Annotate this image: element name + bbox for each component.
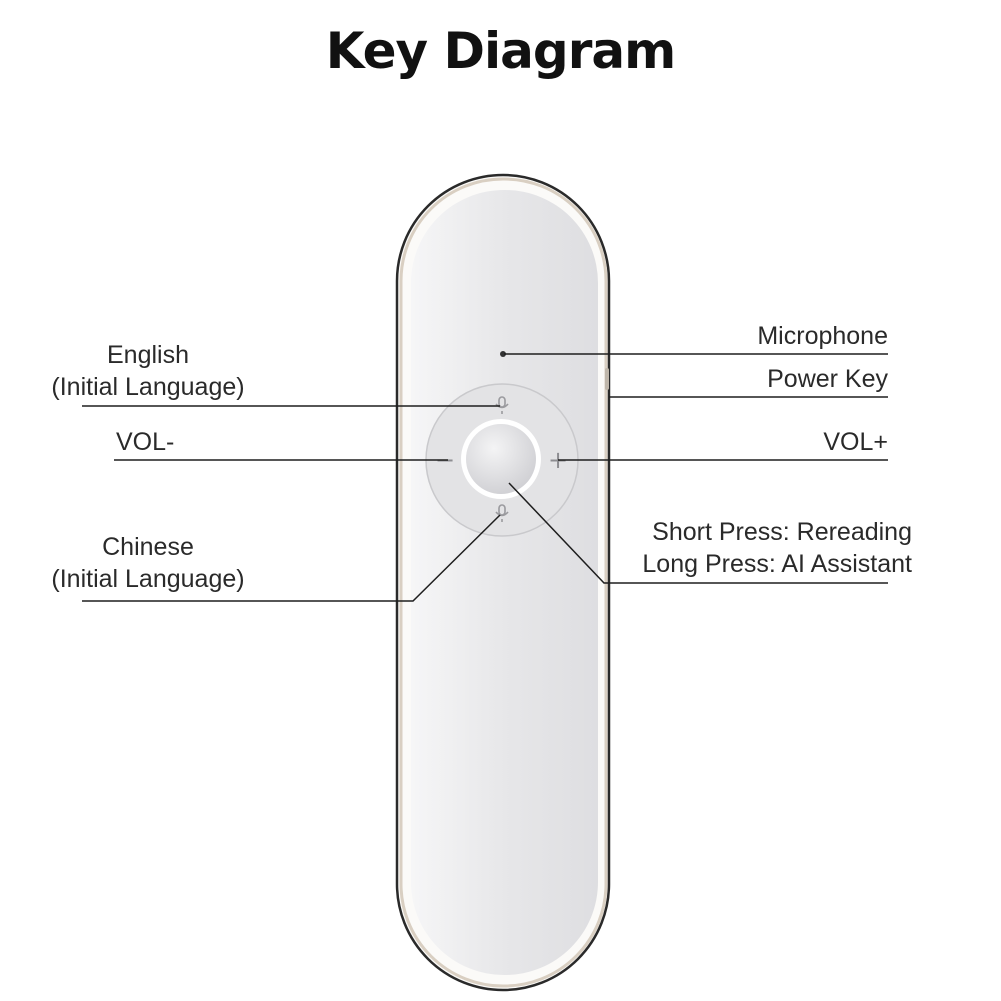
leader-chinese — [82, 514, 501, 602]
translator-device — [395, 173, 611, 992]
label-english-line2: (Initial Language) — [51, 373, 245, 401]
label-chinese: Chinese (Initial Language) — [42, 531, 254, 595]
microphone-icon[interactable] — [495, 504, 509, 522]
label-assistant: Short Press: Rereading Long Press: AI As… — [642, 516, 912, 580]
microphone-hole — [500, 351, 506, 357]
leader-assistant — [508, 482, 888, 584]
label-chinese-line2: (Initial Language) — [51, 565, 245, 593]
leader-lines — [82, 353, 888, 602]
label-chinese-line1: Chinese — [102, 533, 194, 561]
center-button[interactable] — [461, 419, 541, 499]
label-microphone: Microphone — [757, 322, 888, 350]
label-vol-plus: VOL+ — [823, 428, 888, 456]
label-assistant-line2: Long Press: AI Assistant — [642, 550, 912, 578]
label-assistant-line1: Short Press: Rereading — [652, 518, 912, 546]
page-title: Key Diagram — [325, 22, 676, 80]
label-power-key: Power Key — [767, 365, 888, 393]
power-key[interactable] — [605, 368, 609, 390]
label-vol-minus: VOL- — [116, 428, 175, 456]
label-english: English (Initial Language) — [42, 339, 254, 403]
label-english-line1: English — [107, 341, 189, 369]
device-face — [411, 190, 598, 975]
microphone-icon[interactable] — [495, 396, 509, 414]
